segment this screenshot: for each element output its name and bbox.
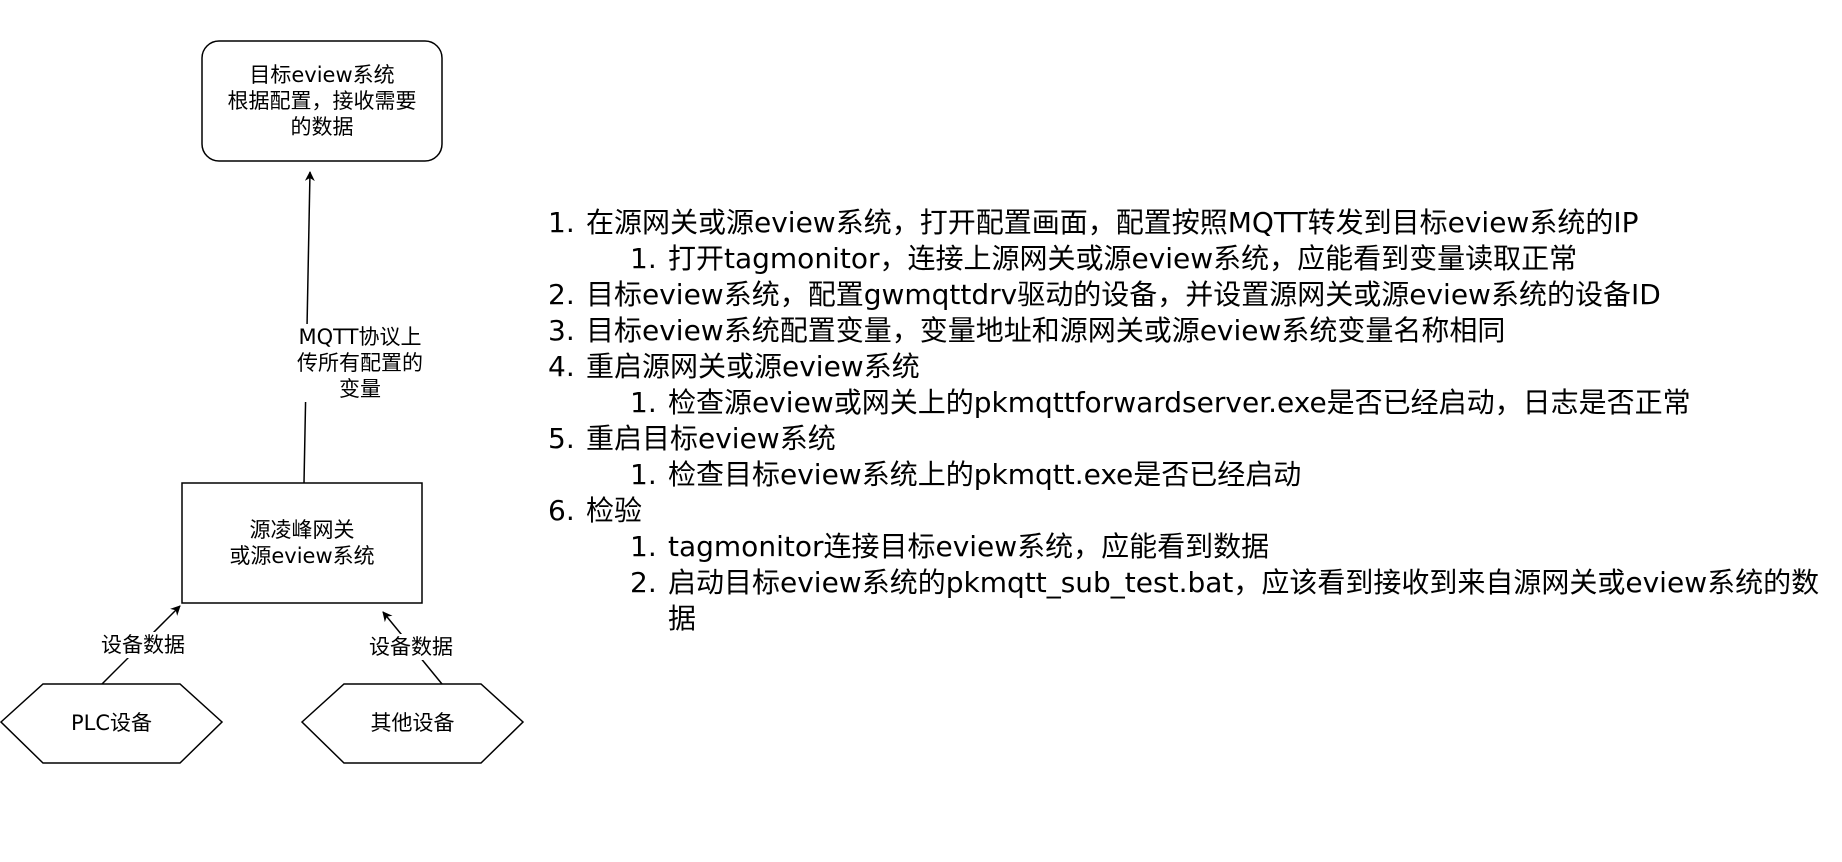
step-number: 3.	[548, 314, 575, 347]
source-gateway-node	[181, 482, 423, 604]
steps-list: 1.在源网关或源eview系统，打开配置画面，配置按照MQTT转发到目标evie…	[548, 205, 1838, 637]
step-item: 4. 重启源网关或源eview系统	[548, 349, 1838, 385]
source-gateway-label: 源凌峰网关 或源eview系统	[229, 518, 375, 568]
plc-device-label: PLC设备	[70, 711, 153, 735]
sub-step-number: 1.	[630, 386, 657, 419]
plc-device-node	[0, 683, 224, 764]
step-number: 2.	[548, 278, 575, 311]
sub-step-text: tagmonitor连接目标eview系统，应能看到数据	[668, 530, 1270, 563]
step-item: 1. 在源网关或源eview系统，打开配置画面，配置按照MQTT转发到目标evie…	[548, 205, 1838, 241]
sub-step-number: 2.	[630, 566, 657, 599]
step-number: 6.	[548, 494, 575, 527]
step-text: 在源网关或源eview系统，打开配置画面，配置按照MQTT转发到目标eview系…	[586, 206, 1639, 239]
mqtt-edge-label: MQTT协议上 传所有配置的 变量	[280, 324, 440, 402]
step-number: 1.	[548, 206, 575, 239]
sub-step-item: 1. 打开tagmonitor，连接上源网关或源eview系统，应能看到变量读取正…	[548, 241, 1838, 277]
sub-step-text: 检查目标eview系统上的pkmqtt.exe是否已经启动	[668, 458, 1302, 491]
sub-step-item: 1. tagmonitor连接目标eview系统，应能看到数据	[548, 529, 1838, 565]
sub-step-number: 1.	[630, 458, 657, 491]
step-text: 目标eview系统配置变量，变量地址和源网关或源eview系统变量名称相同	[586, 314, 1506, 347]
step-item: 5. 重启目标eview系统	[548, 421, 1838, 457]
sub-step-number: 1.	[630, 242, 657, 275]
step-item: 3. 目标eview系统配置变量，变量地址和源网关或源eview系统变量名称相同	[548, 313, 1838, 349]
step-text: 重启目标eview系统	[586, 422, 836, 455]
sub-step-item: 1. 检查源eview或网关上的pkmqttforwardserver.exe是否…	[548, 385, 1838, 421]
sub-step-number: 1.	[630, 530, 657, 563]
sub-step-item: 2. 启动目标eview系统的pkmqtt_sub_test.bat，应该看到接收…	[548, 565, 1838, 637]
step-number: 4.	[548, 350, 575, 383]
other-device-label: 其他设备	[370, 711, 455, 735]
step-text: 检验	[586, 494, 643, 527]
target-eview-node	[201, 40, 443, 162]
step-item: 2. 目标eview系统，配置gwmqttdrv驱动的设备，并设置源网关或源evi…	[548, 277, 1838, 313]
other-device-node	[300, 683, 525, 764]
plc-data-edge-label: 设备数据	[88, 632, 198, 658]
sub-step-item: 1. 检查目标eview系统上的pkmqtt.exe是否已经启动	[548, 457, 1838, 493]
sub-step-text: 打开tagmonitor，连接上源网关或源eview系统，应能看到变量读取正常	[668, 242, 1578, 275]
step-number: 5.	[548, 422, 575, 455]
step-item: 6. 检验	[548, 493, 1838, 529]
target-eview-label: 目标eview系统 根据配置，接收需要 的数据	[227, 63, 417, 139]
other-data-edge-label: 设备数据	[356, 634, 466, 660]
step-text: 目标eview系统，配置gwmqttdrv驱动的设备，并设置源网关或源eview…	[586, 278, 1661, 311]
sub-step-text: 检查源eview或网关上的pkmqttforwardserver.exe是否已经…	[668, 386, 1691, 419]
step-text: 重启源网关或源eview系统	[586, 350, 920, 383]
sub-step-text: 启动目标eview系统的pkmqtt_sub_test.bat，应该看到接收到来…	[668, 566, 1820, 635]
